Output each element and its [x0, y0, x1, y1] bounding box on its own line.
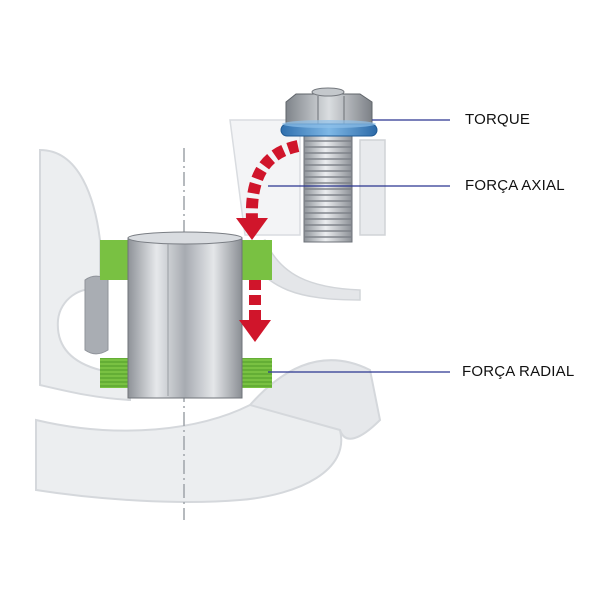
- gland-rings: [100, 240, 272, 388]
- leader-lines: [268, 119, 450, 373]
- sleeve-cylinder: [127, 231, 243, 399]
- force-arrow-icon: [236, 140, 300, 342]
- washer-icon: [280, 120, 378, 137]
- axial-force-label: FORÇA AXIAL: [465, 177, 565, 194]
- bolt-icon: [285, 87, 373, 243]
- housing-recess: [84, 275, 109, 355]
- radial-force-label: FORÇA RADIAL: [462, 363, 575, 380]
- torque-label: TORQUE: [465, 111, 531, 128]
